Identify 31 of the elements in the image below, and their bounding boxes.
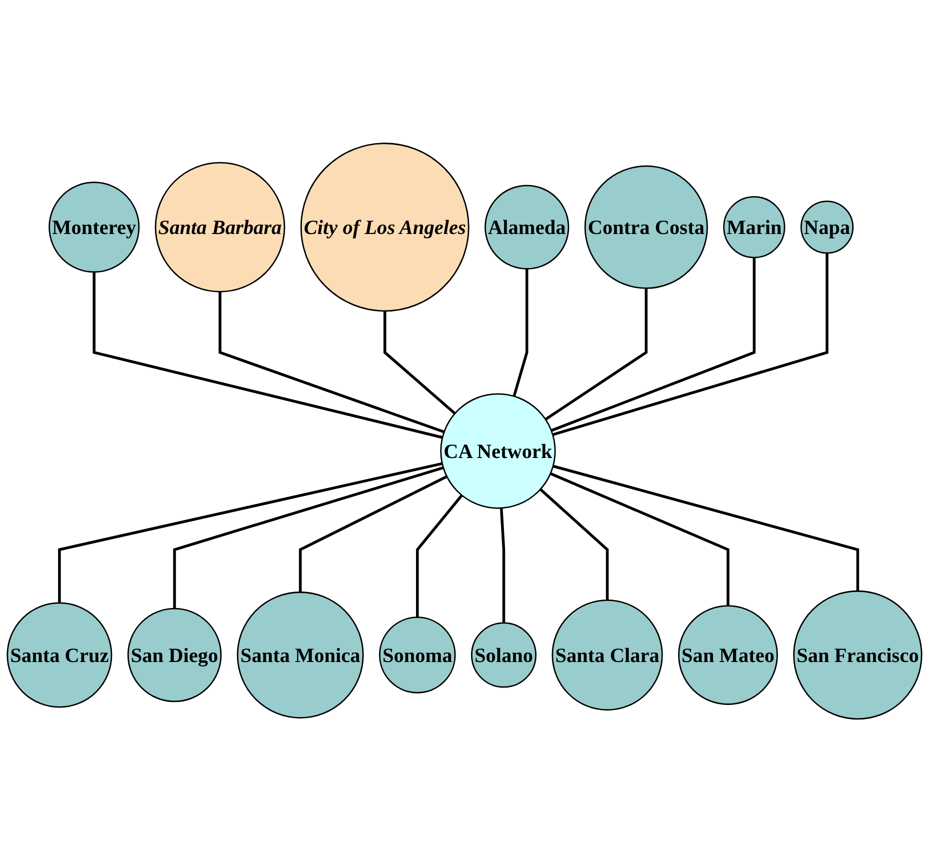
connector (552, 252, 828, 436)
node-circle: San Francisco (793, 590, 922, 720)
node-circle: Solano (470, 622, 537, 688)
connector (383, 310, 456, 414)
node-circle: Monterey (48, 182, 140, 273)
node-circle: Napa (800, 200, 854, 254)
connector (218, 292, 445, 434)
node-circle: Marin (723, 196, 786, 258)
connector (92, 272, 443, 439)
node-circle: Contra Costa (584, 165, 708, 289)
node-circle: CA Network (440, 393, 556, 509)
connector (512, 268, 528, 396)
node-circle: Santa Monica (236, 591, 364, 718)
node-circle: Sonoma (379, 616, 456, 694)
connector (539, 488, 609, 600)
connector (416, 494, 463, 618)
node-circle: Alameda (484, 184, 570, 270)
connector (552, 464, 860, 591)
connector (58, 462, 443, 603)
connector (550, 472, 730, 606)
node-circle: City of Los Angeles (300, 142, 470, 312)
connector (500, 508, 506, 623)
connector (298, 475, 448, 592)
node-circle: Santa Barbara (154, 162, 286, 292)
node-circle: Santa Clara (552, 599, 663, 710)
node-circle: San Mateo (678, 604, 778, 705)
connector (544, 288, 648, 420)
node-circle: Santa Cruz (6, 602, 112, 708)
node-circle: San Diego (127, 608, 222, 702)
connector (173, 466, 444, 608)
connector (550, 257, 756, 432)
